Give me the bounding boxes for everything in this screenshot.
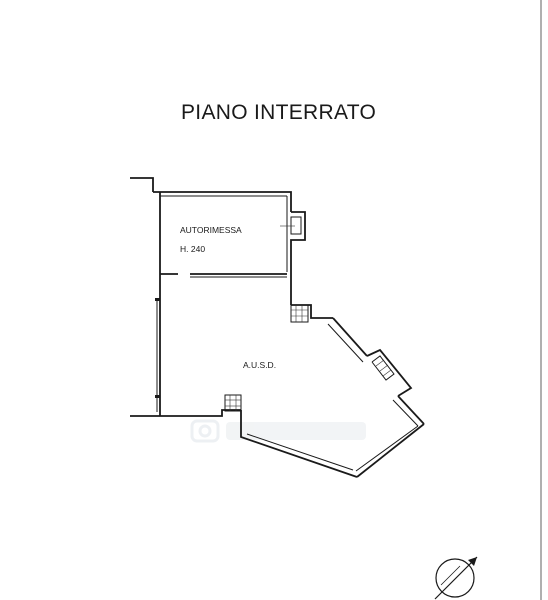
watermark-lens xyxy=(198,424,212,438)
room-label-autorimessa: AUTORIMESSA xyxy=(180,225,242,235)
watermark-logo xyxy=(190,419,366,443)
exterior-stub-wall xyxy=(130,177,154,192)
watermark-camera-icon xyxy=(190,419,220,443)
room-label-ausd: A.U.S.D. xyxy=(243,360,276,370)
north-arrow-compass-icon xyxy=(434,556,478,600)
watermark-bar xyxy=(226,422,366,440)
room-height-autorimessa: H. 240 xyxy=(180,244,205,254)
outer-walls xyxy=(130,191,425,478)
pillar-upper xyxy=(290,304,309,323)
left-wall-ticks xyxy=(155,298,160,398)
technical-shaft xyxy=(280,216,302,235)
bay-fixture xyxy=(371,355,395,381)
interior-partition xyxy=(160,273,287,278)
plan-title: PIANO INTERRATO xyxy=(181,101,376,124)
pillar-lower xyxy=(224,394,242,412)
